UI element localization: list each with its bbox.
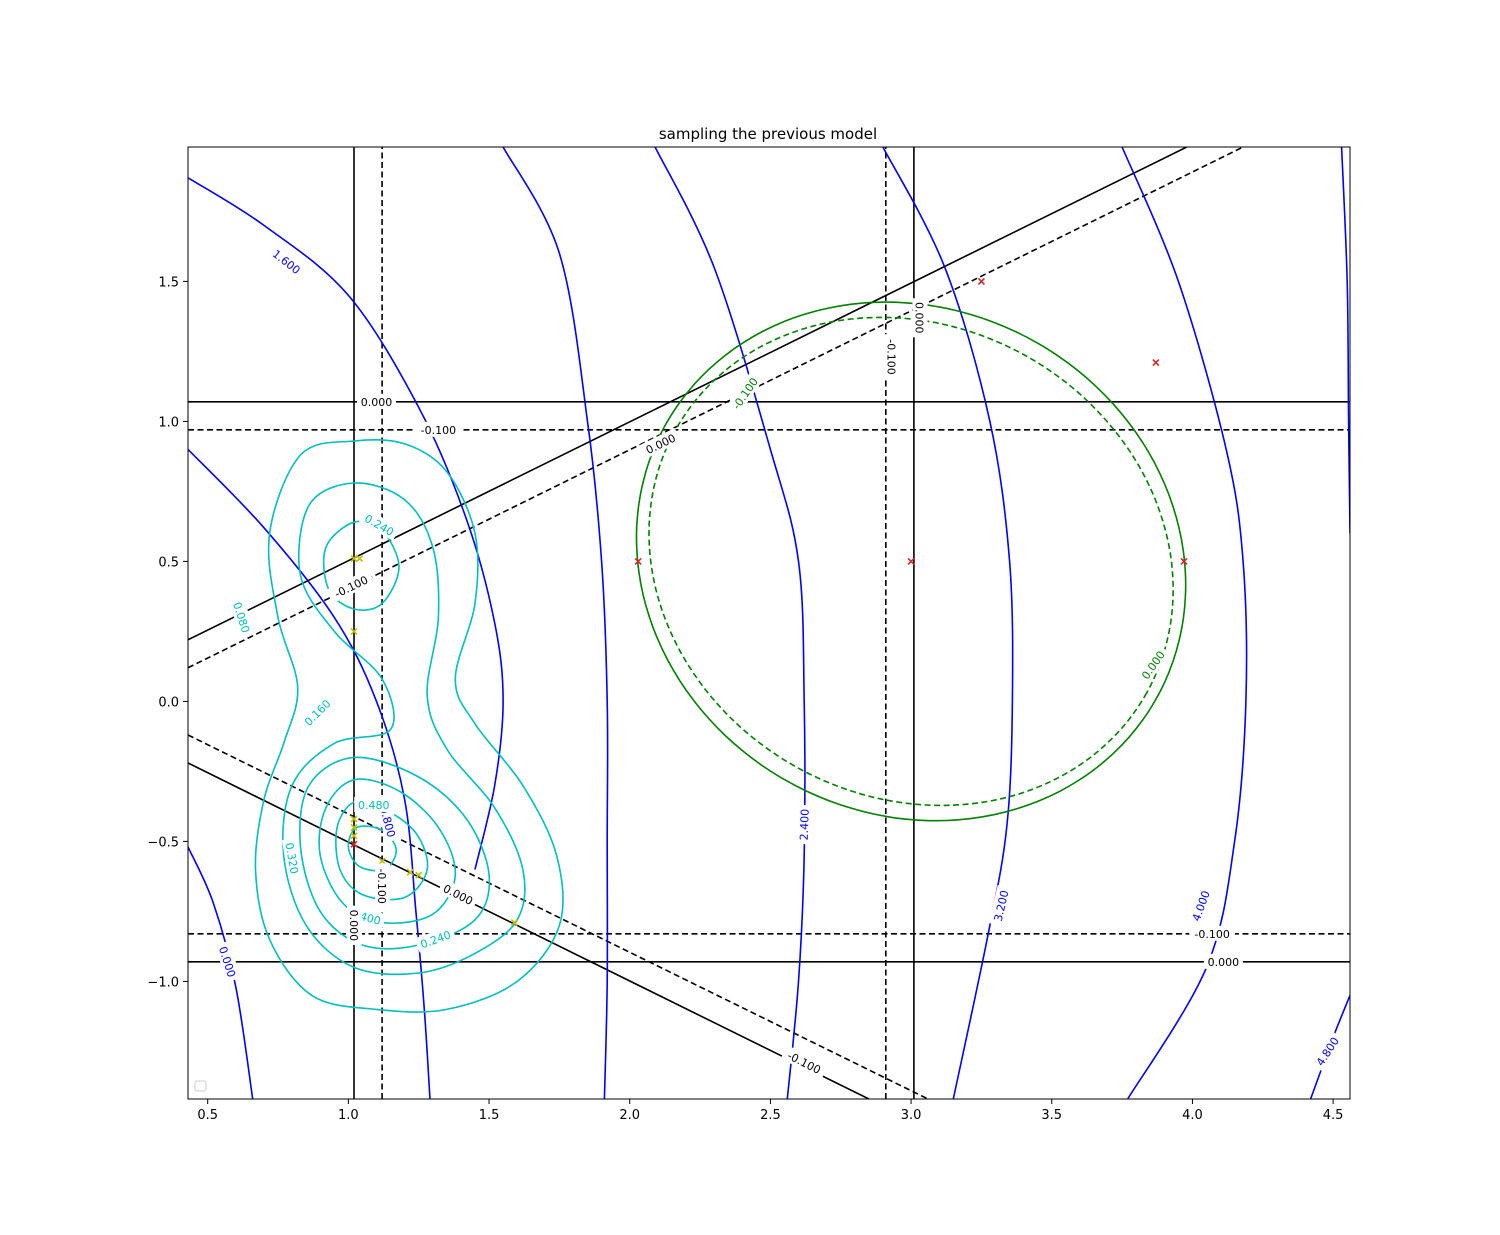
sample-marker-red-6: [1180, 557, 1188, 565]
x-tick-label-1: 1.0: [338, 1108, 359, 1123]
contour-label-bg-22: [375, 863, 391, 910]
contour-label-bg-27: [1203, 953, 1243, 969]
contour-label-bg-3: [795, 804, 812, 845]
y-tick-label-5: 1.5: [158, 275, 179, 290]
ellipse-contour-0: [635, 301, 1187, 822]
contour-label-11: 0.320: [282, 842, 300, 875]
sample-marker-yellow-3: [350, 815, 358, 823]
contour-label-bg-20: [912, 298, 928, 338]
contour-label-23: 0.000: [347, 910, 360, 942]
contour-label-bg-26: [1189, 925, 1235, 941]
sample-marker-yellow-4: [350, 823, 358, 831]
contour-label-group-11: 0.320: [281, 837, 304, 879]
contour-label-bg-9: [297, 693, 337, 732]
contour-label-16: 0.000: [361, 396, 393, 409]
sample-marker-red-0: [350, 840, 358, 848]
sample-marker-yellow-1: [356, 555, 364, 563]
contour-label-21: -0.100: [884, 339, 897, 374]
contour-label-bg-6: [1310, 1030, 1344, 1072]
contour-label-bg-21: [884, 334, 900, 380]
contour-label-bg-15: [1135, 644, 1171, 685]
plot-frame: [187, 146, 1351, 1100]
contour-label-22: -0.100: [375, 868, 388, 903]
contour-label-bg-24: [437, 878, 480, 910]
contour-label-bg-5: [1186, 884, 1215, 927]
x-tick-label-7: 4.0: [1182, 1108, 1203, 1123]
contour-label-3: 2.400: [798, 809, 812, 841]
sample-marker-red-2: [634, 557, 642, 565]
contour-label-10: 0.480: [358, 799, 390, 812]
x-tick-label-6: 3.5: [1041, 1108, 1062, 1123]
contour-label-group-20: 0.000: [912, 298, 928, 338]
constraint-line-10: [188, 734, 929, 1099]
contour-label-bg-0: [266, 243, 307, 280]
plot-area: [188, 147, 1350, 1099]
contour-label-bg-19: [327, 569, 375, 603]
contour-label-bg-4: [988, 885, 1013, 927]
x-tick-label-0: 0.5: [197, 1108, 218, 1123]
y-tick-label-4: 1.0: [158, 415, 179, 430]
x-tick-label-5: 3.0: [901, 1108, 922, 1123]
contour-label-bg-14: [725, 370, 764, 417]
objective-contour-1: [188, 177, 504, 870]
y-tick-label-3: 0.5: [158, 555, 179, 570]
density-contour-4: [318, 778, 457, 924]
contour-label-bg-7: [358, 508, 401, 541]
contour-label-27: 0.000: [1208, 956, 1240, 969]
contour-label-bg-18: [639, 428, 682, 459]
constraint-line-9: [188, 147, 1244, 669]
objective-contour-4: [654, 147, 806, 1099]
x-tick-label-2: 1.5: [479, 1108, 500, 1123]
sample-marker-red-3: [907, 557, 915, 565]
sample-marker-yellow-8: [415, 871, 423, 879]
contour-label-bg-17: [415, 421, 462, 437]
sample-marker-yellow-2: [350, 627, 358, 635]
contour-label-20: 0.000: [913, 302, 926, 334]
chart-title: sampling the previous model: [659, 125, 877, 143]
objective-contour-2: [188, 448, 431, 1099]
sample-marker-yellow-11: [510, 919, 518, 927]
sample-marker-yellow-7: [406, 868, 414, 876]
contour-label-bg-13: [414, 925, 457, 953]
sample-marker-yellow-0: [350, 555, 358, 563]
contour-label-group-17: -0.100: [415, 421, 462, 437]
y-tick-label-0: −1.0: [147, 975, 179, 990]
contour-label-group-3: 2.400: [795, 804, 812, 845]
y-tick-label-1: −0.5: [147, 835, 179, 850]
sample-marker-red-4: [977, 277, 985, 285]
contour-label-bg-10: [354, 797, 394, 812]
x-tick-label-3: 2.0: [619, 1108, 640, 1123]
constraint-line-11: [188, 762, 870, 1099]
density-contour-0: [254, 438, 564, 1013]
contour-label-group-27: 0.000: [1203, 953, 1243, 969]
y-tick-label-2: 0.0: [158, 695, 179, 710]
sample-marker-yellow-6: [378, 857, 386, 865]
contour-label-17: -0.100: [421, 424, 456, 437]
contour-label-26: -0.100: [1194, 928, 1229, 941]
contour-label-group-23: 0.000: [347, 905, 362, 945]
contour-label-group-16: 0.000: [357, 393, 396, 409]
sample-marker-yellow-5: [350, 832, 358, 840]
contour-label-bg-8: [228, 596, 256, 639]
contour-label-group-21: -0.100: [884, 334, 900, 380]
contour-label-bg-25: [780, 1045, 829, 1080]
contour-label-bg-16: [357, 393, 396, 409]
x-tick-label-4: 2.5: [760, 1108, 781, 1123]
contour-label-group-26: -0.100: [1189, 925, 1235, 941]
objective-contour-5: [882, 147, 1014, 1099]
ellipse-contour-1: [648, 316, 1174, 807]
contour-label-group-22: -0.100: [375, 863, 391, 910]
density-contour-1: [282, 482, 526, 976]
contour-label-bg-11: [281, 837, 304, 879]
contour-label-bg-23: [347, 905, 362, 945]
objective-contour-3: [502, 147, 609, 1099]
legend-box: [194, 1080, 207, 1092]
contour-label-bg-2: [214, 940, 242, 983]
sample-marker-red-5: [1152, 359, 1160, 367]
x-tick-label-8: 4.5: [1323, 1108, 1344, 1123]
objective-contour-7: [1340, 147, 1350, 534]
contour-label-group-10: 0.480: [354, 797, 394, 812]
